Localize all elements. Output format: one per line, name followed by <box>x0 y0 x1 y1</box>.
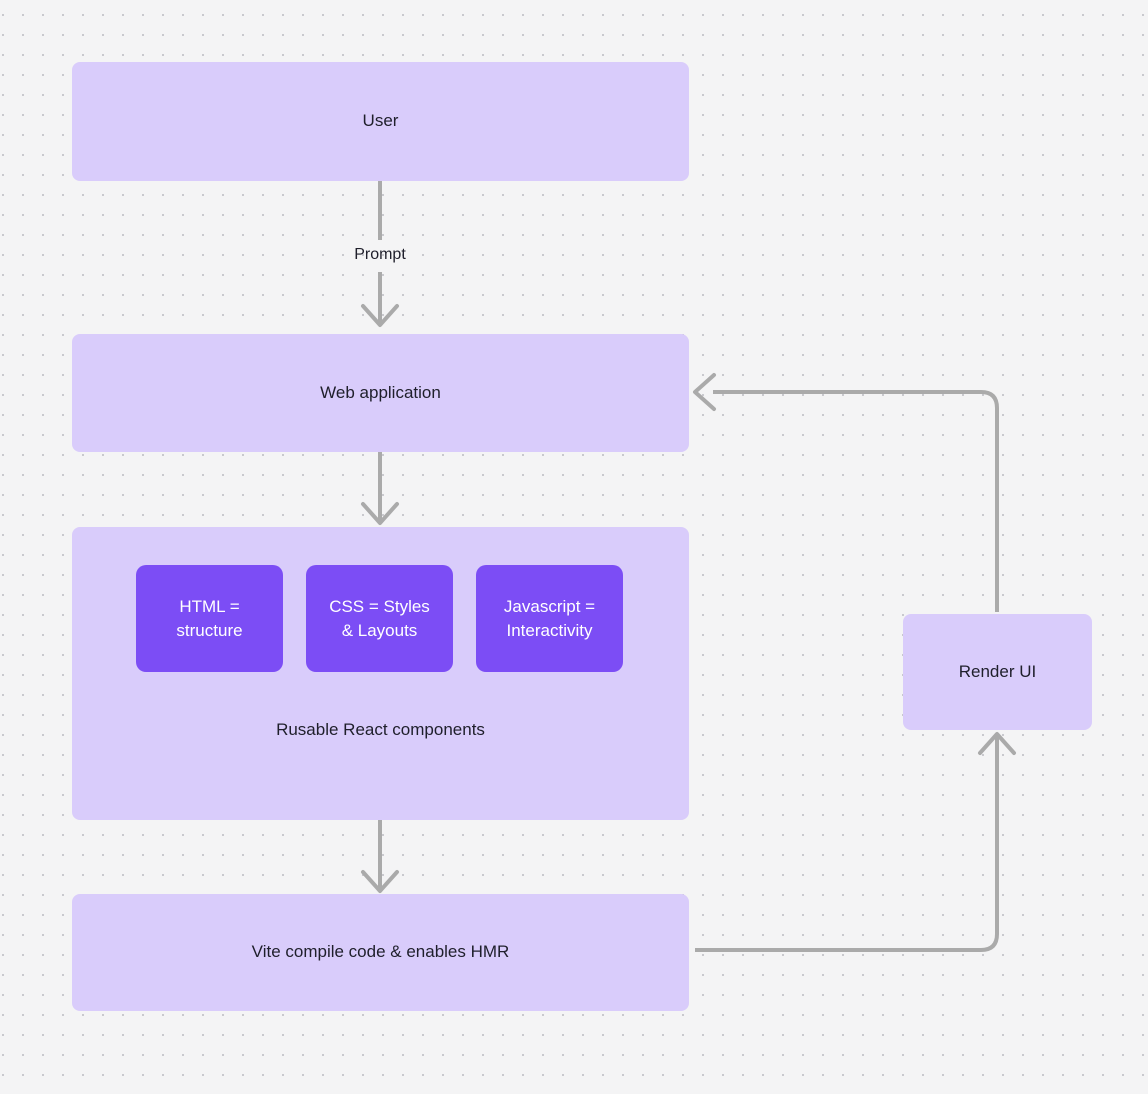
node-javascript-label: Javascript = Interactivity <box>504 595 595 643</box>
edge-label-prompt: Prompt <box>354 246 406 263</box>
node-html-label-line2: structure <box>176 620 243 640</box>
node-css-label-line1: CSS = Styles <box>329 596 430 616</box>
node-vite-label: Vite compile code & enables HMR <box>251 942 510 962</box>
edge-components-to-vite <box>361 820 399 893</box>
node-web-application-label: Web application <box>320 382 441 402</box>
node-html[interactable]: HTML = structure <box>136 565 283 672</box>
edge-vite-to-render-ui <box>695 732 1016 952</box>
node-vite[interactable]: Vite compile code & enables HMR <box>72 894 689 1011</box>
node-render-ui[interactable]: Render UI <box>903 614 1092 730</box>
node-javascript-label-line1: Javascript = <box>503 596 596 616</box>
node-javascript-label-line2: Interactivity <box>506 620 593 640</box>
edge-web-application-to-components <box>361 452 399 525</box>
node-javascript[interactable]: Javascript = Interactivity <box>476 565 623 672</box>
node-components-group[interactable]: HTML = structure CSS = Styles & Layouts … <box>72 527 689 820</box>
node-html-label: HTML = structure <box>176 595 242 643</box>
node-css-label: CSS = Styles & Layouts <box>329 595 430 643</box>
node-user[interactable]: User <box>72 62 689 181</box>
node-css[interactable]: CSS = Styles & Layouts <box>306 565 453 672</box>
node-web-application[interactable]: Web application <box>72 334 689 452</box>
edge-render-ui-to-web-application <box>693 373 999 612</box>
node-css-label-line2: & Layouts <box>341 620 418 640</box>
node-html-label-line1: HTML = <box>179 596 240 616</box>
node-render-ui-label: Render UI <box>958 661 1037 681</box>
node-components-group-label: Rusable React components <box>276 720 485 739</box>
node-user-label: User <box>362 111 399 131</box>
